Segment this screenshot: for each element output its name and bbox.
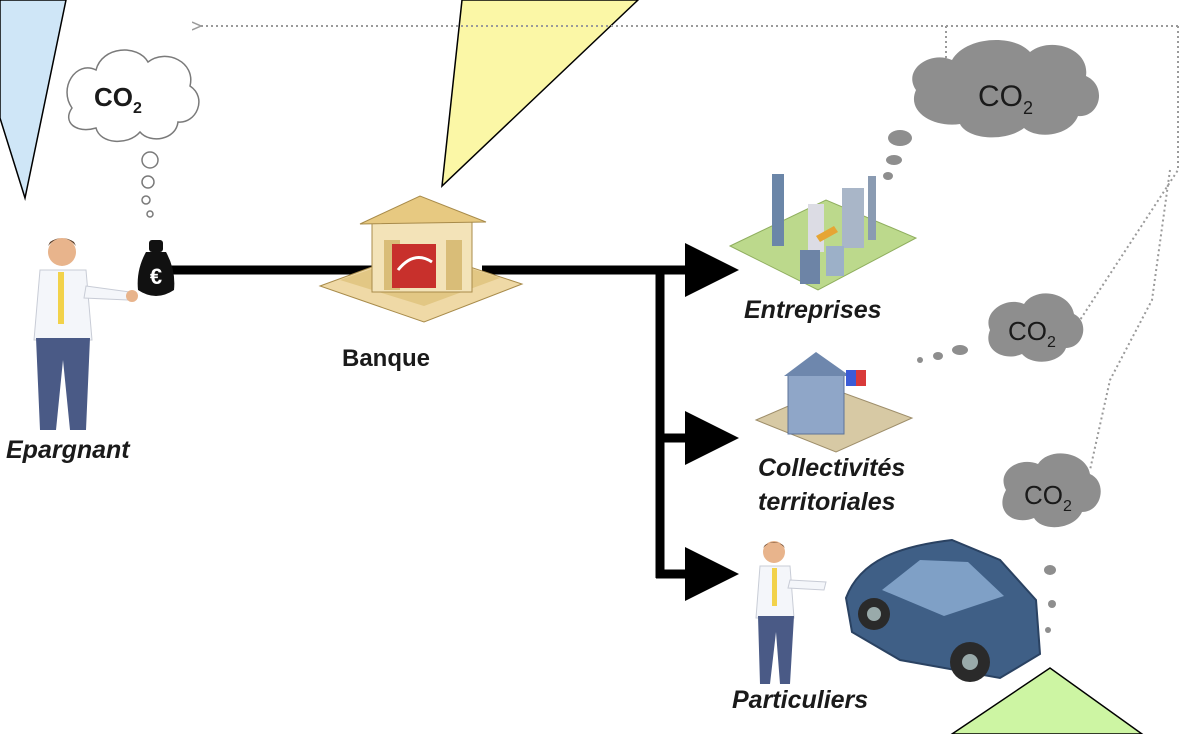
- svg-text:CO2: CO2: [1024, 480, 1072, 515]
- co2-saver-symbol: CO: [94, 82, 133, 112]
- callout-green: [950, 667, 1144, 734]
- label-banque: Banque: [342, 345, 430, 372]
- saver-figure: [33, 238, 138, 430]
- co2-town-subscript: 2: [1047, 334, 1056, 351]
- saver-co2-thought: CO2: [66, 49, 200, 218]
- industry-icon: [728, 174, 918, 291]
- town-co2-cloud: CO2: [917, 293, 1084, 363]
- money-bag-icon: €: [137, 240, 175, 296]
- callout-blue: [0, 0, 67, 201]
- bank-building-icon: [318, 195, 524, 323]
- industry-co2-cloud: CO2: [883, 40, 1100, 180]
- label-entreprises: Entreprises: [744, 296, 882, 324]
- flow-arrows: [170, 243, 739, 601]
- euro-symbol: €: [150, 264, 162, 289]
- label-collectivites-2: territoriales: [758, 488, 896, 516]
- label-collectivites-1: Collectivités: [758, 454, 905, 482]
- co2-town-symbol: CO: [1008, 316, 1047, 346]
- individual-figure: [755, 541, 827, 684]
- co2-industry-symbol: CO: [978, 80, 1023, 113]
- co2-saver-subscript: 2: [133, 100, 142, 117]
- svg-text:CO2: CO2: [94, 82, 142, 117]
- car-icon: [844, 538, 1042, 682]
- label-epargnant: Epargnant: [6, 436, 131, 464]
- label-particuliers: Particuliers: [732, 686, 868, 714]
- co2-industry-subscript: 2: [1023, 98, 1033, 118]
- co2-car-symbol: CO: [1024, 480, 1063, 510]
- car-co2-cloud: CO2: [1002, 453, 1101, 633]
- town-hall-icon: [754, 352, 914, 453]
- callout-yellow: [441, 0, 640, 188]
- svg-text:CO2: CO2: [1008, 316, 1056, 351]
- co2-car-subscript: 2: [1063, 498, 1072, 515]
- svg-text:CO2: CO2: [978, 80, 1033, 118]
